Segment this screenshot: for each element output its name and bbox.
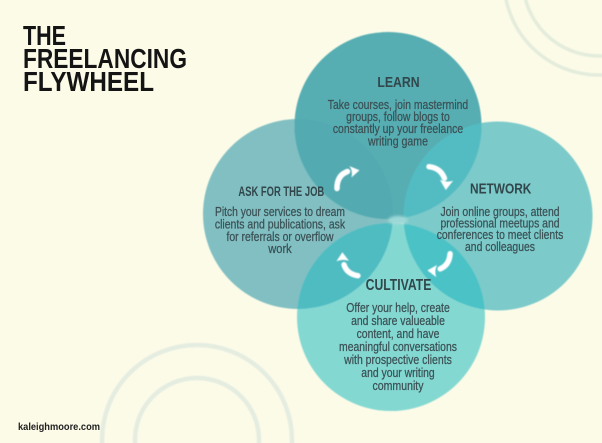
svg-text:meaningful conversations: meaningful conversations xyxy=(339,339,457,354)
svg-text:kaleighmoore.com: kaleighmoore.com xyxy=(18,421,100,433)
svg-text:FREELANCING: FREELANCING xyxy=(23,43,187,74)
svg-text:clients and publications, ask: clients and publications, ask xyxy=(215,216,346,231)
svg-text:content, and have: content, and have xyxy=(357,326,440,341)
svg-text:Join online groups, attend: Join online groups, attend xyxy=(440,204,559,219)
svg-text:with prospective clients: with prospective clients xyxy=(343,352,452,367)
svg-text:FLYWHEEL: FLYWHEEL xyxy=(23,66,154,97)
svg-text:Take courses, join mastermind: Take courses, join mastermind xyxy=(328,97,468,112)
svg-text:for referrals or overflow: for referrals or overflow xyxy=(226,229,334,244)
svg-text:professional meetups and: professional meetups and xyxy=(440,216,559,231)
svg-text:and colleagues: and colleagues xyxy=(465,239,535,254)
svg-text:and your writing: and your writing xyxy=(361,365,434,380)
svg-text:conferences to meet clients: conferences to meet clients xyxy=(437,227,564,242)
svg-text:constantly up your freelance: constantly up your freelance xyxy=(333,121,463,136)
svg-text:LEARN: LEARN xyxy=(377,74,419,91)
svg-text:writing game: writing game xyxy=(367,133,428,148)
svg-text:groups, follow blogs to: groups, follow blogs to xyxy=(346,109,450,124)
svg-text:Pitch your services to dream: Pitch your services to dream xyxy=(215,204,345,219)
svg-text:ASK FOR THE JOB: ASK FOR THE JOB xyxy=(238,184,324,199)
svg-text:community: community xyxy=(373,378,424,393)
svg-text:THE: THE xyxy=(23,20,66,51)
svg-text:work: work xyxy=(267,241,292,256)
svg-text:CULTIVATE: CULTIVATE xyxy=(366,277,432,294)
svg-text:Offer your help, create: Offer your help, create xyxy=(346,300,450,315)
svg-text:and share valueable: and share valueable xyxy=(351,313,445,328)
svg-text:NETWORK: NETWORK xyxy=(470,181,532,198)
